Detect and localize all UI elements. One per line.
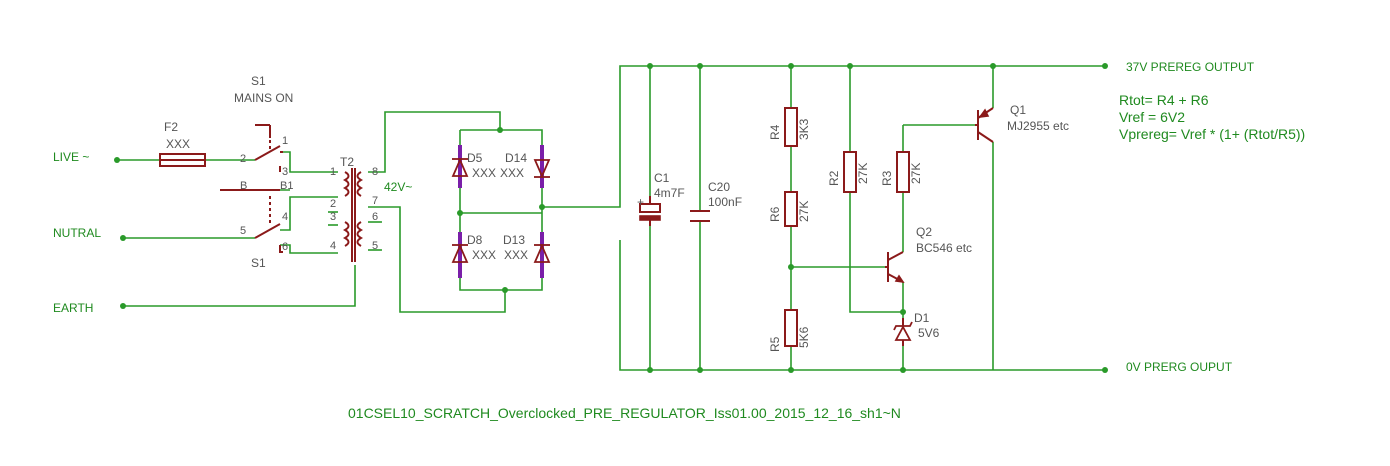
junctions: [114, 63, 1108, 373]
note-vprereg: Vprereg= Vref * (1+ (Rtot/R5)): [1119, 126, 1305, 142]
s1-pin-b: B: [240, 180, 247, 192]
transistor-q1: Q1 MJ2955 etc: [975, 103, 1069, 143]
net-label-secondary-voltage: 42V~: [384, 180, 412, 194]
t2-pin-2: 2: [330, 198, 336, 210]
d1-value: 5V6: [918, 326, 940, 340]
r6-value: 27K: [797, 201, 811, 222]
s1-pin-1: 1: [282, 135, 288, 147]
s1-pin-2: 2: [240, 153, 246, 165]
resistor-r6: R6 27K: [768, 191, 811, 227]
diode-d5: D5 XXX: [451, 145, 496, 188]
t2-pin-1: 1: [330, 166, 336, 178]
s1-pin-5: 5: [240, 225, 246, 237]
transformer-t2: T2 1 2 3 4 5 6 7 8: [330, 155, 378, 262]
d13-name: D13: [503, 233, 525, 247]
s1-pin-3: 3: [282, 166, 288, 178]
q1-name: Q1: [1010, 103, 1026, 117]
s1-pin-6: 6: [282, 241, 288, 253]
c1-plus-icon: +: [637, 195, 644, 209]
c20-value: 100nF: [708, 195, 742, 209]
f2-name: F2: [164, 120, 178, 134]
capacitor-c1: + C1 4m7F: [637, 171, 685, 226]
net-label-neutral: NUTRAL: [53, 226, 101, 240]
t2-name: T2: [340, 155, 354, 169]
diode-d13: D13 XXX: [503, 232, 551, 278]
zener-d1: D1 5V6: [893, 311, 940, 346]
t2-pin-7: 7: [372, 195, 378, 207]
q2-value: BC546 etc: [916, 241, 972, 255]
t2-pin-4: 4: [330, 240, 336, 252]
t2-pin-3: 3: [330, 211, 336, 223]
resistor-r5: R5 5K6: [768, 309, 811, 352]
note-rtot: Rtot= R4 + R6: [1119, 92, 1209, 108]
c1-name: C1: [654, 171, 670, 185]
diode-d14: D14 XXX: [500, 145, 551, 188]
d5-name: D5: [467, 151, 483, 165]
r3-value: 27K: [909, 163, 923, 184]
net-label-earth: EARTH: [53, 301, 93, 315]
c1-value: 4m7F: [654, 186, 685, 200]
resistor-r3: R3 27K: [880, 151, 923, 193]
r5-value: 5K6: [797, 326, 811, 348]
transistor-q2: Q2 BC546 etc: [885, 225, 972, 284]
t2-pin-6: 6: [372, 211, 378, 223]
fuse-f2: F2 XXX: [159, 120, 206, 167]
d8-value: XXX: [472, 248, 496, 262]
s1-pin-4: 4: [282, 211, 288, 223]
net-label-37v-output: 37V PREREG OUTPUT: [1126, 60, 1255, 74]
sheet-title: 01CSEL10_SCRATCH_Overclocked_PRE_REGULAT…: [348, 405, 901, 421]
r2-name: R2: [827, 170, 841, 186]
r4-name: R4: [768, 124, 782, 140]
r2-value: 27K: [856, 163, 870, 184]
d14-name: D14: [505, 151, 527, 165]
q2-name: Q2: [916, 225, 932, 239]
t2-pin-8: 8: [372, 166, 378, 178]
d14-value: XXX: [500, 166, 524, 180]
s1-value: MAINS ON: [234, 91, 293, 105]
f2-value: XXX: [166, 137, 190, 151]
r3-name: R3: [880, 170, 894, 186]
d1-name: D1: [914, 311, 930, 325]
r6-name: R6: [768, 206, 782, 222]
d5-value: XXX: [472, 166, 496, 180]
r5-name: R5: [768, 336, 782, 352]
t2-pin-5: 5: [372, 240, 378, 252]
s1-name: S1: [251, 74, 266, 88]
c20-name: C20: [708, 180, 730, 194]
s1-name-bottom: S1: [251, 256, 266, 270]
r4-value: 3K3: [797, 118, 811, 140]
wires: [117, 65, 1105, 371]
s1-pin-b1: B1: [280, 180, 293, 192]
switch-s1: S1 MAINS ON S1 1 2 3 B B1 4 5 6: [220, 74, 293, 270]
resistor-r4: R4 3K3: [768, 107, 811, 147]
resistor-r2: R2 27K: [827, 151, 870, 193]
d8-name: D8: [467, 233, 483, 247]
net-label-0v-output: 0V PRERG OUPUT: [1126, 360, 1233, 374]
d13-value: XXX: [504, 248, 528, 262]
net-label-live: LIVE ~: [53, 150, 89, 164]
diode-d8: D8 XXX: [451, 232, 496, 278]
note-vref: Vref = 6V2: [1119, 109, 1185, 125]
q1-value: MJ2955 etc: [1007, 119, 1069, 133]
capacitor-c20: C20 100nF: [690, 180, 742, 222]
